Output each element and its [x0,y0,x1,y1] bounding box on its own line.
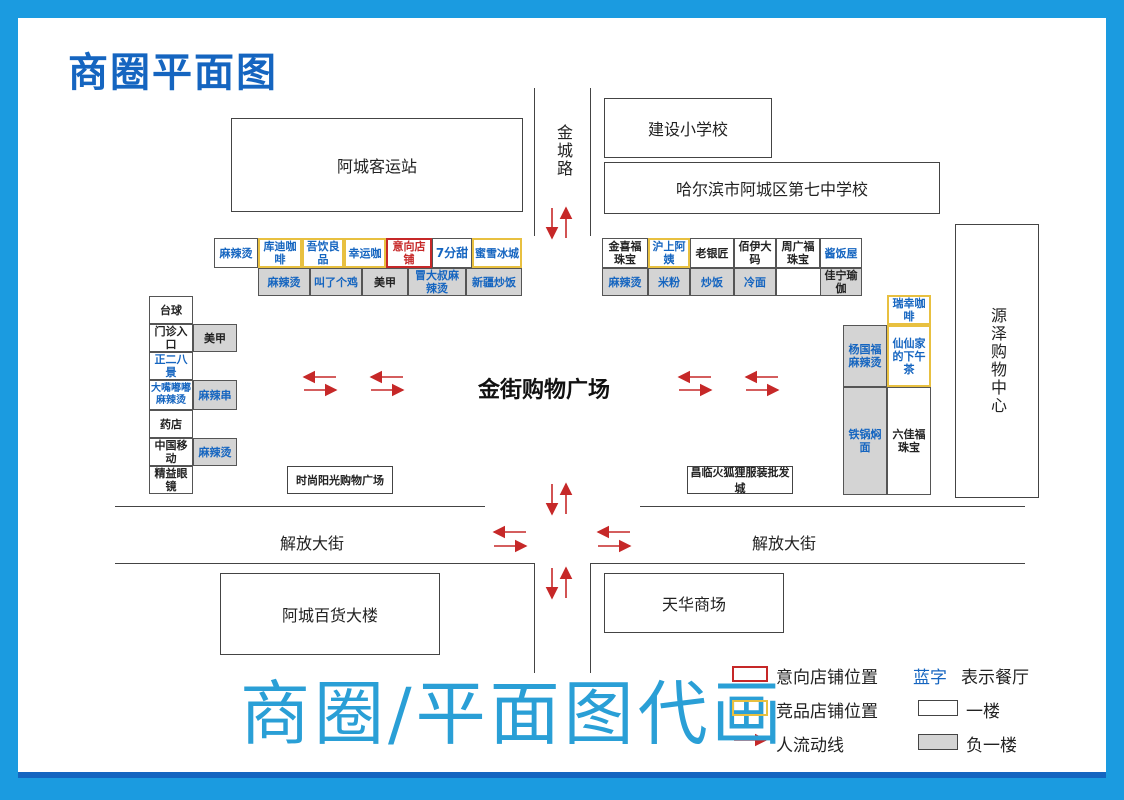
shop-tl2-2: 叫了个鸡 [310,268,362,296]
shop-tl1-4: 幸运咖 [344,238,386,268]
legend-basement-label: 负一楼 [966,736,1017,756]
shop-lc-3: 正二八景 [149,352,193,380]
shop-tr2-1: 麻辣烫 [602,268,648,296]
road-edge-bottom-right [590,563,1025,564]
shop-tr1-6: 酱饭屋 [820,238,862,268]
page-title: 商圈平面图 [68,50,278,96]
shop-tr1-3: 老银匠 [690,238,734,268]
legend-basement-swatch [918,734,958,750]
yuanze-mall: 源泽购物中心 [955,224,1039,498]
shop-tr2-2: 米粉 [648,268,690,296]
shop-tl1-7: 蜜雪冰城 [472,238,522,268]
shop-lc-7: 精益眼镜 [149,466,193,494]
road-edge-top-right [640,506,1025,507]
legend-blue-word: 蓝字 [913,668,947,688]
harbin-school: 哈尔滨市阿城区第七中学校 [604,162,940,214]
road-edge-left-bottom [534,563,535,673]
legend-competitor-swatch [732,700,768,716]
legend-flow-label: 人流动线 [776,736,844,756]
legend-competitor-label: 竞品店铺位置 [776,702,878,722]
shop-tr2-blank [776,268,820,296]
bus-station: 阿城客运站 [231,118,523,212]
shop-tl1-2: 库迪咖啡 [258,238,302,268]
legend-floor1-swatch [918,700,958,716]
road-edge-right-bottom [590,563,591,673]
shop-tr2-3: 炒饭 [690,268,734,296]
shop-tl1-1: 麻辣烫 [214,238,258,268]
legend-blue-desc: 表示餐厅 [961,668,1029,688]
plaza-label: 金街购物广场 [478,378,611,403]
shop-tl2-4: 冒大叔麻辣烫 [408,268,466,296]
shop-yangguofu: 杨国福麻辣烫 [843,325,887,387]
shop-lc-2: 门诊入口 [149,324,193,352]
department-store: 阿城百货大楼 [220,573,440,655]
shop-tr1-5: 周广福珠宝 [776,238,820,268]
shop-lc-1: 台球 [149,296,193,324]
shop-tl1-3: 吾饮良品 [302,238,344,268]
shop-tieguo: 铁锅焖面 [843,387,887,495]
shop-lc-4: 大嘴嘟嘟麻辣烫 [149,380,193,410]
shop-lc2-2: 麻辣串 [193,380,237,410]
watermark-text: 商圈/平面图代画 [240,673,786,755]
jiefang-street-right-label: 解放大街 [752,534,817,553]
legend-intended-label: 意向店铺位置 [776,668,878,688]
shop-tl2-1: 麻辣烫 [258,268,310,296]
road-edge-right-top [590,88,591,236]
shop-ruixing: 瑞幸咖啡 [887,295,931,325]
shishang-plaza: 时尚阳光购物广场 [287,466,393,494]
shop-tr1-1: 金喜福珠宝 [602,238,648,268]
shop-intended: 意向店铺 [386,238,432,268]
shop-xianxian: 仙仙家的下午茶 [887,325,931,387]
shop-liujia: 六佳福珠宝 [887,387,931,495]
changlin-wholesale: 昌临火狐狸服装批发城 [687,466,793,495]
shop-tr1-2: 沪上阿姨 [648,238,690,268]
tianhua-mall: 天华商场 [604,573,784,633]
road-edge-left-top [534,88,535,236]
jiefang-street-left-label: 解放大街 [280,534,345,553]
legend-intended-swatch [732,666,768,682]
shop-tr2-5: 佳宁瑜伽 [820,268,862,296]
shop-lc2-3: 麻辣烫 [193,438,237,466]
shop-tl1-6: 7分甜 [432,238,472,268]
bottom-strip [18,772,1106,778]
legend-floor1-label: 一楼 [966,702,1000,722]
shop-tl2-3: 美甲 [362,268,408,296]
shop-tl2-5: 新疆炒饭 [466,268,522,296]
shop-tr1-4: 佰伊大码 [734,238,776,268]
shop-tr2-4: 冷面 [734,268,776,296]
shop-lc2-1: 美甲 [193,324,237,352]
road-edge-top-left [115,506,485,507]
jianshe-school: 建设小学校 [604,98,772,158]
shop-lc-5: 药店 [149,410,193,438]
jincheng-road-label: 金城路 [554,124,573,178]
road-edge-bottom-left [115,563,534,564]
shop-lc-6: 中国移动 [149,438,193,466]
